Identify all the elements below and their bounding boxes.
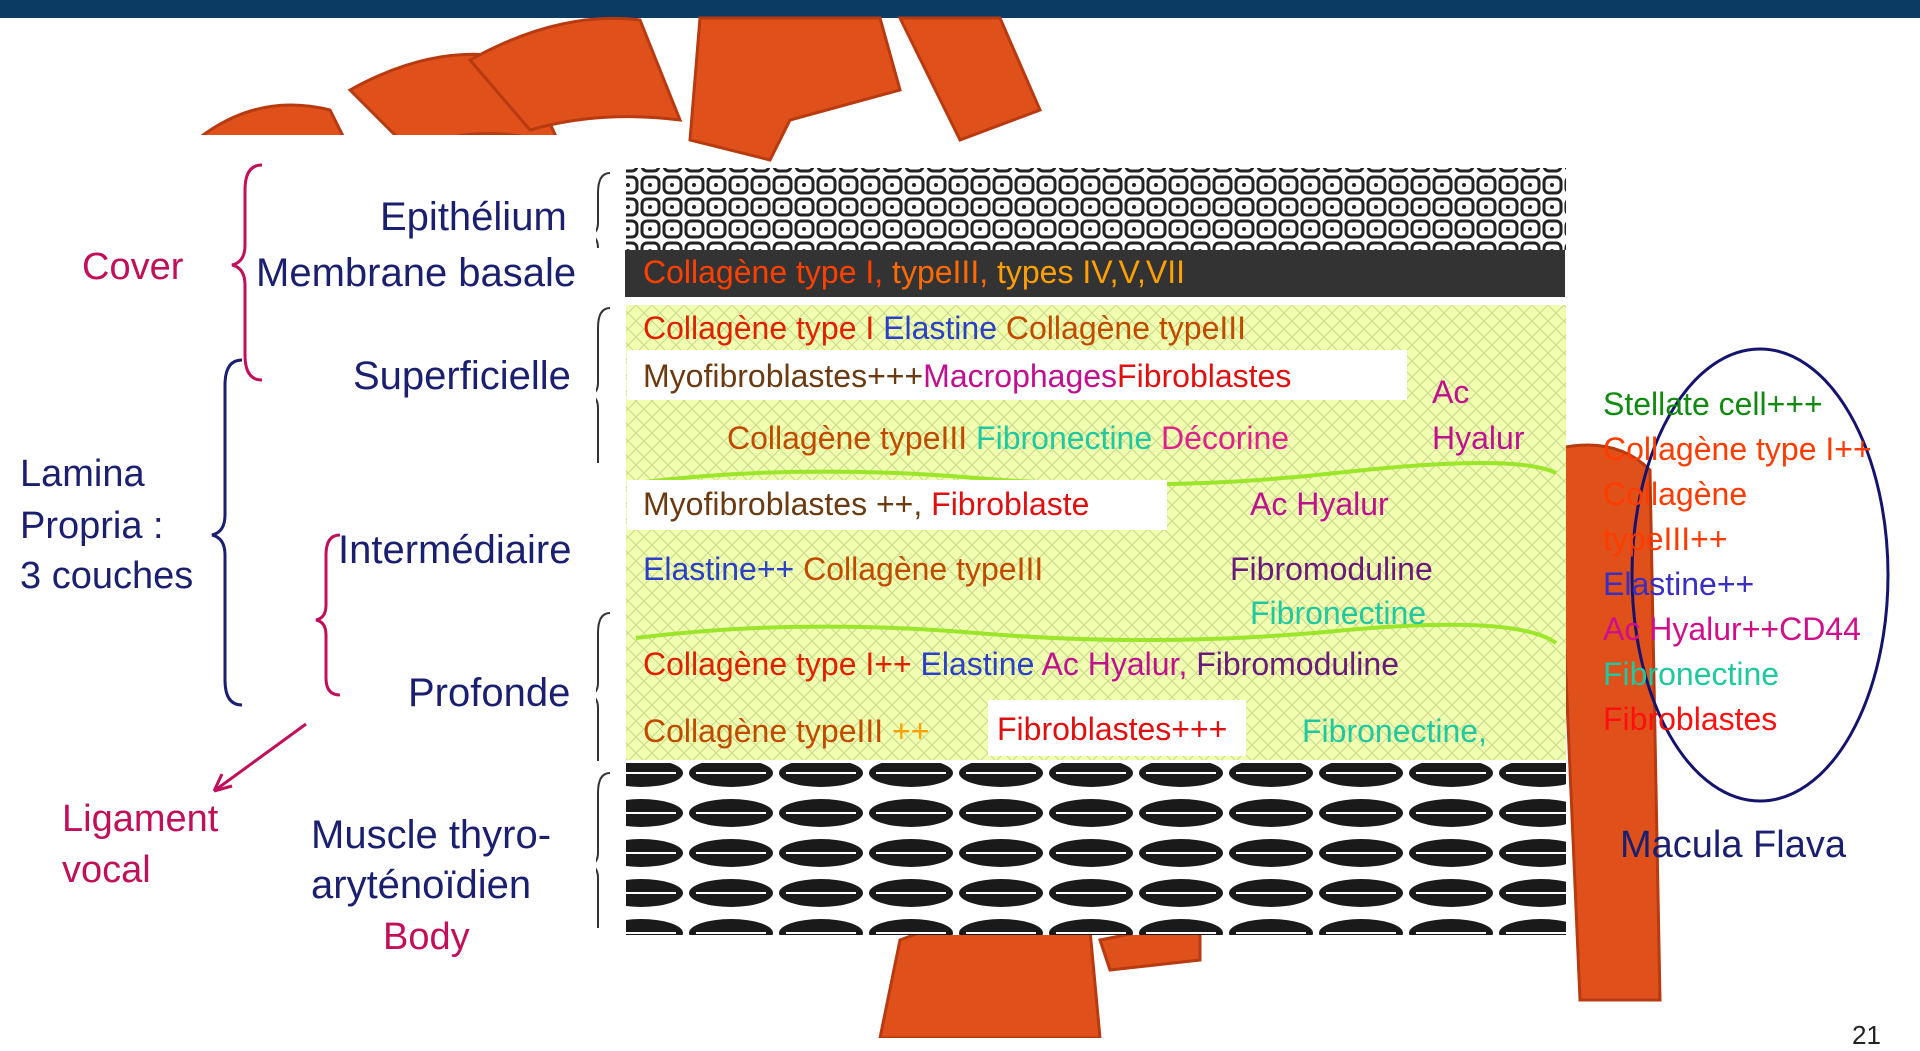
basale-seg-2: typeIII,: [892, 254, 997, 290]
macula-item-3: Collagène: [1603, 478, 1747, 510]
muscle-label-line-1: Muscle thyro-: [311, 815, 551, 855]
macula-item-8: Fibroblastes: [1603, 703, 1777, 735]
profonde-label: Profonde: [408, 673, 570, 713]
sup3-seg-3: Décorine: [1161, 420, 1289, 456]
membrane-basale-label: Membrane basale: [256, 253, 576, 293]
superficielle-label: Superficielle: [353, 356, 571, 396]
superficielle-row-2: Myofibroblastes+++MacrophagesFibroblaste…: [643, 360, 1291, 392]
prof-fibronectine: Fibronectine,: [1302, 715, 1487, 747]
prof-fibroblastes: Fibroblastes+++: [997, 713, 1227, 745]
epithelium-label: Epithélium: [380, 197, 567, 237]
lamina-propria-line-1: Lamina: [20, 455, 145, 493]
int2-seg-2: Collagène typeIII: [803, 551, 1043, 587]
macula-item-6: Ac Hyalur++CD44: [1603, 613, 1861, 645]
sup3-seg-2: Fibronectine: [976, 420, 1161, 456]
int2-seg-1: Elastine++: [643, 551, 803, 587]
sup2-seg-2: Macrophages: [923, 358, 1117, 394]
int1-seg-2: Fibroblaste: [931, 486, 1089, 522]
lamina-propria-line-3: 3 couches: [20, 557, 193, 595]
sup2-seg-1: Myofibroblastes+++: [643, 358, 923, 394]
basale-collagen-row: Collagène type I, typeIII, types IV,V,VI…: [643, 256, 1185, 288]
int-fibronectine: Fibronectine: [1250, 597, 1426, 629]
sup-ac-label: Ac: [1432, 376, 1469, 408]
intermediaire-row-2: Elastine++ Collagène typeIII: [643, 553, 1043, 585]
prof1-seg-1: Collagène type I++: [643, 646, 921, 682]
prof2-seg-2: ++: [892, 713, 929, 749]
macula-item-1: Stellate cell+++: [1603, 388, 1823, 420]
page-number: 21: [1852, 1020, 1881, 1051]
macula-item-4: typeIII++: [1603, 523, 1728, 555]
sup2-seg-3: Fibroblastes: [1117, 358, 1291, 394]
ligament-vocal-line-1: Ligament: [62, 800, 218, 838]
basale-seg-1: Collagène type I,: [643, 254, 892, 290]
cover-label: Cover: [82, 248, 183, 286]
sup3-seg-1: Collagène typeIII: [727, 420, 976, 456]
body-label: Body: [383, 918, 470, 956]
prof1-seg-4: Fibromoduline: [1196, 646, 1399, 682]
int-fibromoduline: Fibromoduline: [1230, 553, 1433, 585]
superficielle-row-3: Collagène typeIII Fibronectine Décorine: [727, 422, 1289, 454]
sup1-seg-3: Collagène typeIII: [1006, 310, 1246, 346]
profonde-row-2: Collagène typeIII ++: [643, 715, 929, 747]
int1-seg-1: Myofibroblastes ++,: [643, 486, 931, 522]
int-ac-hyalur: Ac Hyalur: [1250, 488, 1389, 520]
prof2-seg-1: Collagène typeIII: [643, 713, 892, 749]
intermediaire-row-1: Myofibroblastes ++, Fibroblaste: [643, 488, 1089, 520]
prof1-seg-2: Elastine: [921, 646, 1042, 682]
basale-seg-3: types IV,V,VII: [997, 254, 1185, 290]
macula-item-7: Fibronectine: [1603, 658, 1779, 690]
sup1-seg-2: Elastine: [883, 310, 1006, 346]
muscle-label-line-2: aryténoïdien: [311, 865, 531, 905]
sup1-seg-1: Collagène type I: [643, 310, 883, 346]
sup-hyalur-label: Hyalur: [1432, 422, 1524, 454]
macula-item-2: Collagène type I++: [1603, 433, 1872, 465]
intermediaire-label: Intermédiaire: [338, 530, 571, 570]
ligament-vocal-line-2: vocal: [62, 851, 151, 889]
superficielle-row-1: Collagène type I Elastine Collagène type…: [643, 312, 1246, 344]
prof1-seg-3: Ac Hyalur,: [1042, 646, 1197, 682]
macula-item-5: Elastine++: [1603, 568, 1754, 600]
profonde-row-1: Collagène type I++ Elastine Ac Hyalur, F…: [643, 648, 1399, 680]
macula-flava-caption: Macula Flava: [1620, 826, 1846, 864]
lamina-propria-line-2: Propria :: [20, 507, 164, 545]
